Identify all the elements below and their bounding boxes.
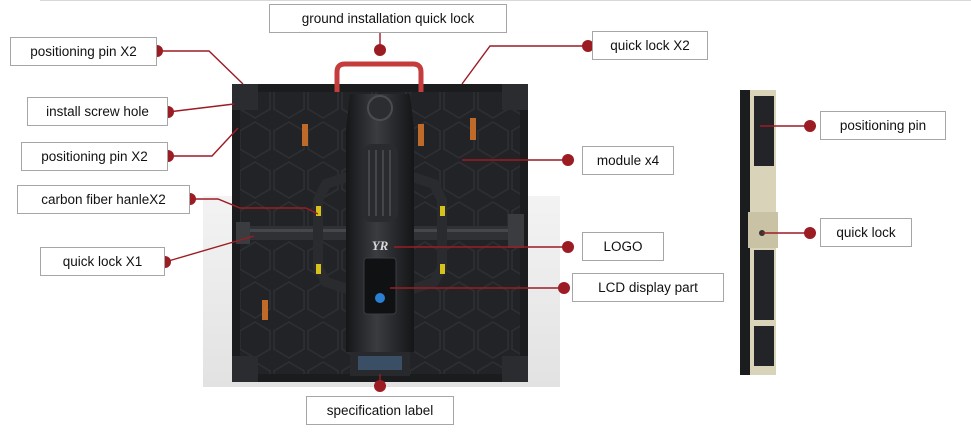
callout-specification-label: specification label (306, 396, 454, 425)
brand-logo: YR (372, 238, 389, 253)
leader-dots (151, 40, 816, 392)
callout-side-quick-lock: quick lock (820, 218, 912, 247)
callout-install-screw-hole: install screw hole (27, 97, 168, 126)
callout-carbon-fiber-handle: carbon fiber hanleX2 (17, 185, 190, 214)
ground-handle (334, 61, 424, 92)
module-accent (418, 124, 424, 146)
callout-module-x4: module x4 (582, 146, 674, 175)
callout-positioning-pin-x2-top: positioning pin X2 (10, 37, 157, 66)
callout-quick-lock-x1: quick lock X1 (40, 247, 165, 276)
module-accent (470, 118, 476, 140)
callout-logo: LOGO (582, 232, 664, 261)
spec-label-plate (358, 356, 402, 370)
callout-positioning-pin-x2-mid: positioning pin X2 (21, 142, 168, 171)
callout-quick-lock-x2: quick lock X2 (592, 31, 708, 60)
callout-side-positioning-pin: positioning pin (820, 111, 946, 140)
central-spine: YR (346, 94, 414, 376)
callout-lcd-display-part: LCD display part (572, 273, 724, 302)
lcd-indicator-icon (375, 293, 385, 303)
top-rule (40, 0, 971, 1)
leader-lines (157, 32, 806, 386)
callout-ground-installation-quick-lock: ground installation quick lock (269, 4, 507, 33)
module-accent (302, 124, 308, 146)
carbon-fiber-handles (313, 171, 447, 295)
module-accent (262, 300, 268, 320)
ground-quick-lock-knob (367, 95, 393, 121)
